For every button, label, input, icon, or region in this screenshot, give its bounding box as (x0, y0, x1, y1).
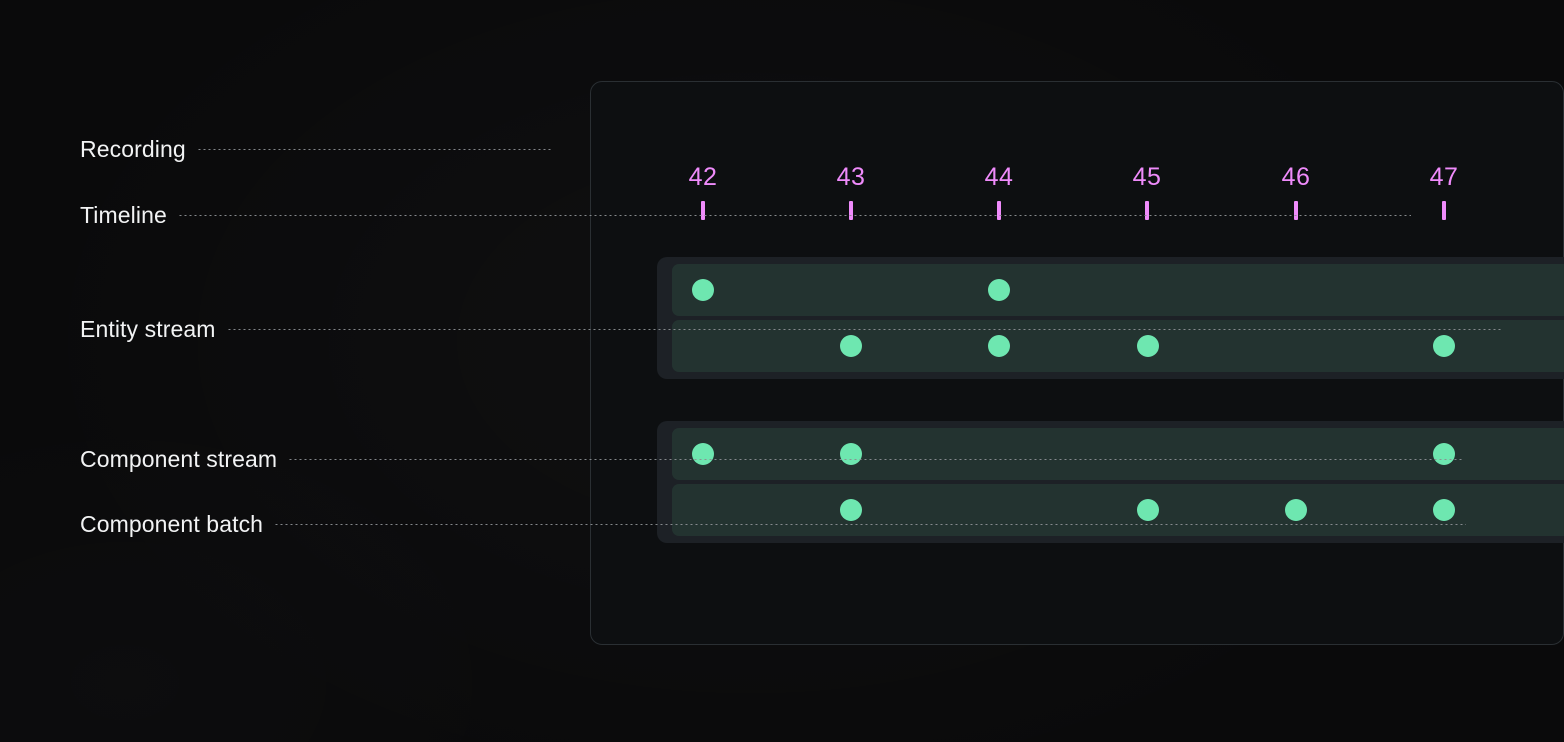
timeline-tick-mark (1294, 201, 1298, 220)
track-group-component-stream (657, 421, 1564, 543)
annotation-label: Recording (80, 136, 186, 162)
timeline-tick-44[interactable]: 44 (964, 163, 1034, 220)
event-dot[interactable] (840, 335, 863, 357)
event-dot[interactable] (988, 279, 1011, 301)
timeline-tick-label: 44 (984, 163, 1014, 191)
annotation-leader-line (226, 328, 1502, 330)
timeline-tick-label: 47 (1429, 163, 1459, 191)
event-dot[interactable] (692, 443, 714, 465)
annotation-label: Timeline (80, 202, 167, 228)
timeline-tick-label: 43 (836, 163, 866, 191)
annotation-timeline: Timeline (80, 200, 1411, 230)
annotation-entity-stream: Entity stream (80, 314, 1502, 344)
annotation-component-batch: Component batch (80, 509, 1467, 539)
annotation-label: Component batch (80, 511, 264, 537)
annotation-leader-line (274, 523, 1467, 525)
timeline-tick-mark (997, 201, 1001, 220)
event-dot[interactable] (1433, 443, 1455, 465)
annotation-leader-line (177, 214, 1411, 216)
event-dot[interactable] (988, 335, 1011, 357)
event-dot[interactable] (1433, 499, 1455, 521)
timeline-tick-42[interactable]: 42 (668, 163, 738, 220)
timeline-tick-mark (1145, 201, 1149, 220)
annotation-component-stream: Component stream (80, 444, 1463, 474)
event-dot[interactable] (692, 279, 714, 301)
event-dot[interactable] (840, 499, 863, 521)
track-row[interactable] (672, 428, 1564, 480)
timeline-tick-mark (701, 201, 705, 220)
track-row[interactable] (672, 484, 1564, 536)
track-row[interactable] (672, 264, 1564, 316)
timeline-tick-47[interactable]: 47 (1409, 163, 1479, 220)
annotation-label: Component stream (80, 446, 278, 472)
timeline-tick-43[interactable]: 43 (816, 163, 886, 220)
annotation-label: Entity stream (80, 316, 216, 342)
event-dot[interactable] (1284, 499, 1307, 521)
event-dot[interactable] (1433, 335, 1455, 357)
annotation-recording: Recording (80, 134, 552, 164)
timeline-tick-mark (849, 201, 853, 220)
timeline-tick-45[interactable]: 45 (1112, 163, 1182, 220)
timeline-tick-label: 45 (1132, 163, 1162, 191)
event-dot[interactable] (840, 443, 863, 465)
timeline-tick-label: 42 (688, 163, 718, 191)
timeline-tick-46[interactable]: 46 (1261, 163, 1331, 220)
timeline-tick-label: 46 (1281, 163, 1311, 191)
event-dot[interactable] (1136, 335, 1159, 357)
annotation-leader-line (196, 148, 552, 150)
annotation-leader-line (288, 458, 1463, 460)
timeline-tick-mark (1442, 201, 1446, 220)
event-dot[interactable] (1136, 499, 1159, 521)
